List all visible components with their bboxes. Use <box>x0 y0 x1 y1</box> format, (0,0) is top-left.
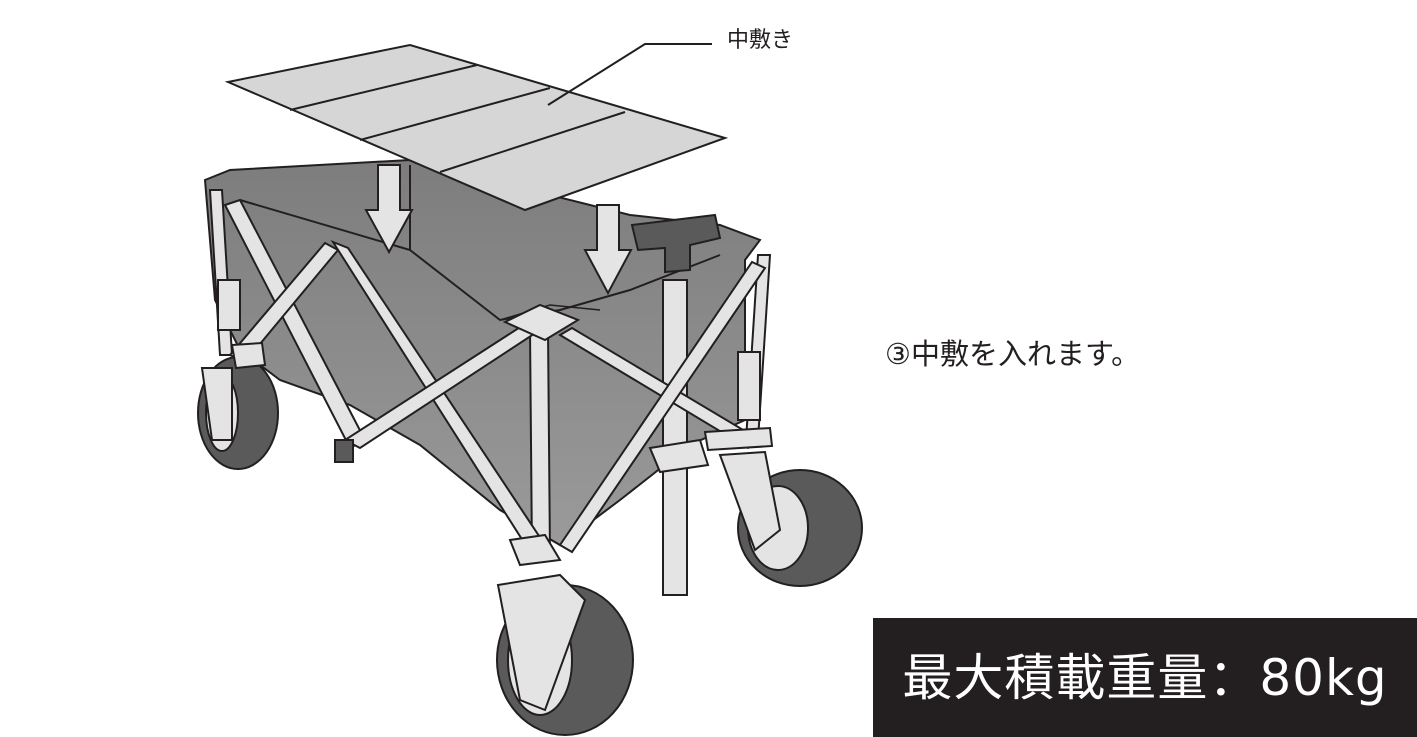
callout-leader-line <box>547 43 712 106</box>
max-load-text: 最大積載重量：80kg <box>902 648 1388 707</box>
instruction-step-text: ③中敷を入れます。 <box>885 337 1141 371</box>
mat-illustration <box>224 43 729 212</box>
down-arrow-icon <box>364 164 414 255</box>
down-arrow-icon <box>583 204 633 296</box>
mat-callout-label: 中敷き <box>727 28 794 53</box>
rear-left-wheel <box>197 356 279 470</box>
max-load-banner: 最大積載重量：80kg <box>873 618 1417 737</box>
rear-right-wheel <box>718 450 863 587</box>
wagon-frame <box>208 189 774 596</box>
front-wheel <box>496 573 634 736</box>
